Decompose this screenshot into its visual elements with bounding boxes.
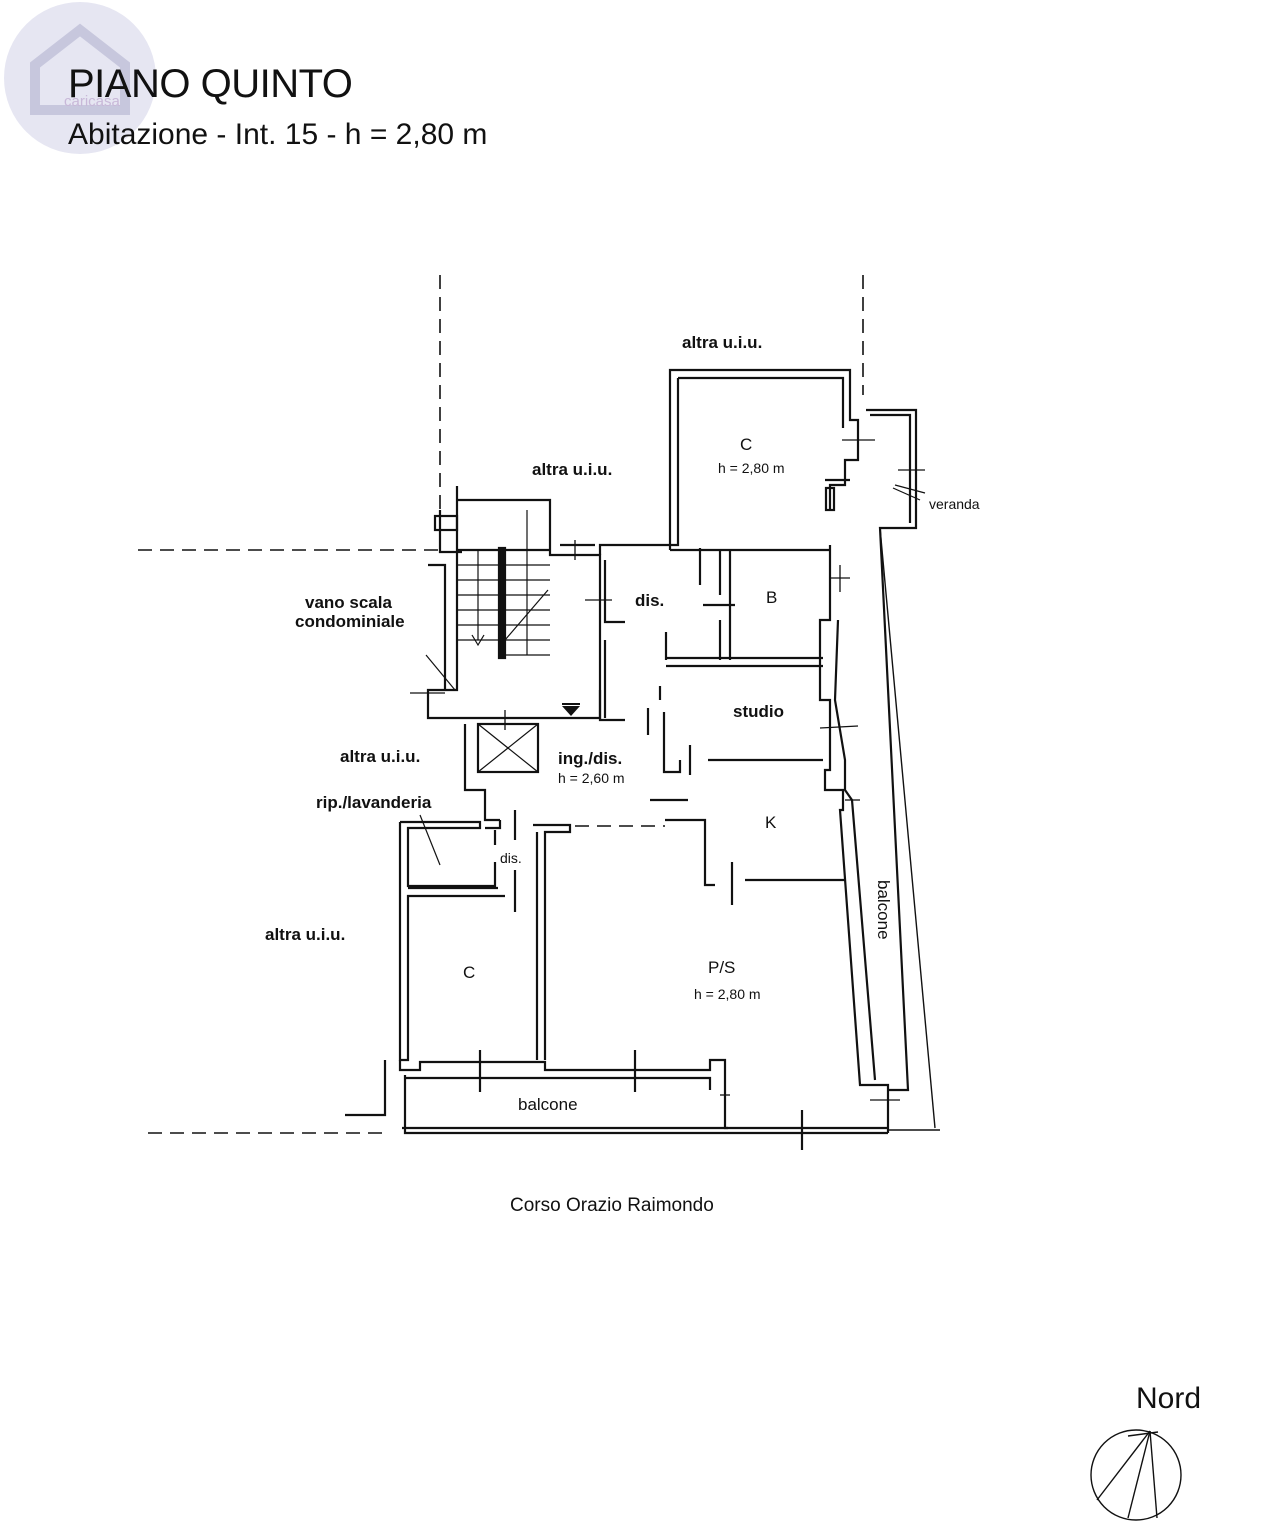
north-compass-icon — [1090, 1429, 1182, 1521]
entrance-arrow — [562, 706, 580, 716]
label-room-c-upper-height: h = 2,80 m — [718, 460, 785, 476]
label-room-c-lower: C — [463, 963, 475, 982]
apartment-walls — [560, 368, 940, 1133]
label-room-c-upper: C — [740, 435, 752, 454]
label-room-ps: P/S — [708, 958, 735, 977]
label-ing-dis: ing./dis. — [558, 749, 622, 768]
label-altra-uiu-top: altra u.i.u. — [682, 333, 762, 352]
page-title: PIANO QUINTO — [68, 62, 353, 106]
label-altra-uiu-mid: altra u.i.u. — [340, 747, 420, 766]
label-dis-lower: dis. — [500, 850, 522, 866]
street-name: Corso Orazio Raimondo — [510, 1195, 714, 1216]
watermark-text: caricasa — [64, 93, 121, 110]
label-room-k: K — [765, 813, 777, 832]
label-room-ps-height: h = 2,80 m — [694, 986, 761, 1002]
label-ing-height: h = 2,60 m — [558, 770, 625, 786]
label-altra-uiu-low: altra u.i.u. — [265, 925, 345, 944]
label-rip-lavanderia: rip./lavanderia — [316, 793, 432, 812]
north-label: Nord — [1136, 1382, 1202, 1415]
window-marks — [410, 425, 925, 1101]
page-subtitle: Abitazione - Int. 15 - h = 2,80 m — [68, 118, 488, 151]
boundary-lines — [138, 275, 864, 1134]
label-dis-upper: dis. — [635, 591, 664, 610]
label-veranda: veranda — [929, 496, 980, 512]
label-vano-scala: vano scala — [305, 593, 392, 612]
lift — [463, 722, 540, 822]
label-balcone-side: balcone — [874, 880, 893, 940]
label-room-b: B — [766, 588, 777, 607]
lower-walls — [345, 810, 888, 1150]
house-logo-icon — [30, 23, 130, 115]
label-condominiale: condominiale — [295, 612, 405, 631]
label-balcone-bottom: balcone — [518, 1095, 578, 1114]
caricasa-watermark-logo: caricasa — [4, 2, 156, 154]
label-studio: studio — [733, 702, 784, 721]
stairwell — [425, 486, 602, 720]
label-altra-uiu-upper: altra u.i.u. — [532, 460, 612, 479]
